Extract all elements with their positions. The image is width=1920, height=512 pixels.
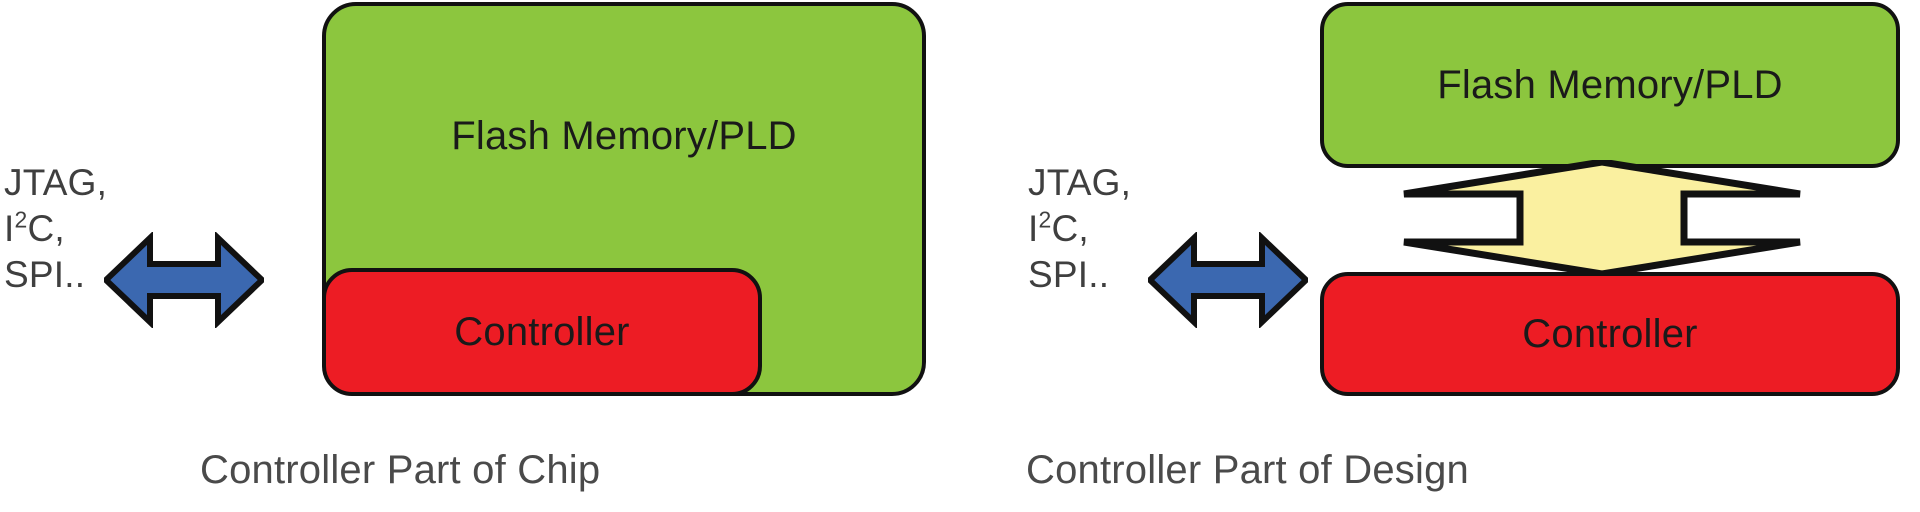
bus-label-line-i2c: I2C, bbox=[4, 208, 65, 249]
i2c-suffix: C, bbox=[27, 208, 65, 249]
caption-left: Controller Part of Chip bbox=[200, 448, 601, 492]
i2c-prefix-right: I bbox=[1028, 208, 1039, 249]
bus-label-line-i2c-right: I2C, bbox=[1028, 208, 1089, 249]
block-controller-left: Controller bbox=[322, 268, 762, 396]
block-label-flash-memory-pld-left: Flash Memory/PLD bbox=[451, 114, 797, 158]
i2c-suffix-right: C, bbox=[1051, 208, 1089, 249]
bidirectional-horizontal-arrow-icon-left bbox=[104, 232, 264, 328]
bidirectional-vertical-arrow-icon bbox=[1403, 160, 1801, 276]
bus-label-line-spi: SPI.. bbox=[4, 254, 86, 295]
bus-label-line-spi-right: SPI.. bbox=[1028, 254, 1110, 295]
block-flash-memory-pld-right: Flash Memory/PLD bbox=[1320, 2, 1900, 168]
caption-right: Controller Part of Design bbox=[1026, 448, 1469, 492]
block-controller-right: Controller bbox=[1320, 272, 1900, 396]
block-label-controller-left: Controller bbox=[454, 309, 630, 354]
bus-interface-label-right: JTAG, I2C, SPI.. bbox=[1028, 160, 1131, 298]
block-label-controller-right: Controller bbox=[1522, 311, 1698, 356]
bus-label-line-jtag: JTAG, bbox=[4, 162, 108, 203]
i2c-prefix: I bbox=[4, 208, 15, 249]
i2c-superscript: 2 bbox=[14, 206, 28, 233]
bus-interface-label-left: JTAG, I2C, SPI.. bbox=[4, 160, 107, 298]
bus-label-line-jtag-right: JTAG, bbox=[1028, 162, 1132, 203]
panel-controller-part-of-chip: JTAG, I2C, SPI.. Flash Memory/PLD Controll… bbox=[4, 2, 926, 492]
bidirectional-horizontal-arrow-icon-right bbox=[1148, 232, 1308, 328]
block-label-flash-memory-pld-right: Flash Memory/PLD bbox=[1437, 62, 1783, 107]
i2c-superscript-right: 2 bbox=[1038, 206, 1052, 233]
